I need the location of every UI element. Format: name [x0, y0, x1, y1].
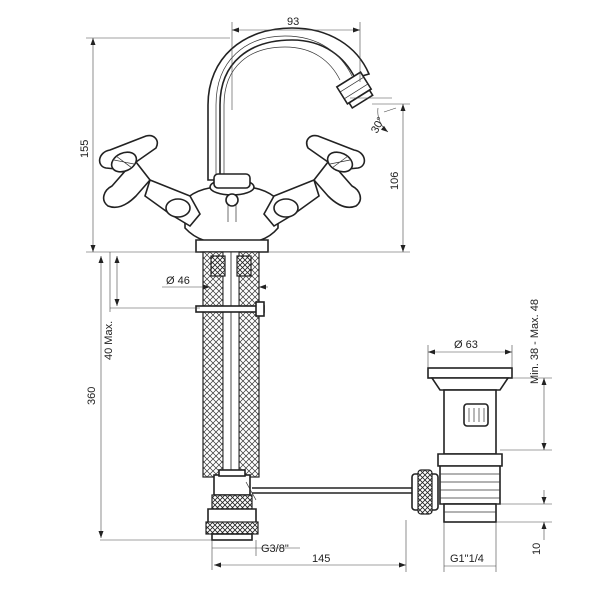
right-handle	[263, 134, 366, 228]
dim-below-deck: 360	[86, 387, 98, 405]
dimensions: 93 155 106 30° Ø 46 40 Max. 360	[79, 16, 552, 572]
dim-waste-tail: 10	[531, 543, 543, 555]
dim-inlet-thread: G3/8"	[261, 543, 289, 555]
waste-assembly	[411, 367, 513, 523]
dim-base-diameter: Ø 46	[166, 275, 190, 287]
left-handle	[98, 134, 201, 228]
dim-spout-height: 106	[389, 172, 401, 190]
spout	[207, 27, 371, 181]
dim-waste-thread: G1"1/4	[450, 553, 484, 565]
dim-spout-angle: 30°	[369, 115, 387, 135]
dim-max-deck: 40 Max.	[103, 321, 115, 360]
dim-pipe-length: 145	[312, 553, 330, 565]
aerator	[335, 70, 374, 110]
popup-rod	[245, 481, 412, 501]
dim-spout-reach: 93	[287, 16, 299, 28]
dim-total-height: 155	[79, 140, 91, 158]
faucet	[98, 27, 513, 541]
dim-waste-diameter: Ø 63	[454, 339, 478, 351]
dim-waste-range: Min. 38 - Max. 48	[529, 299, 541, 384]
braided-hoses	[195, 251, 265, 541]
